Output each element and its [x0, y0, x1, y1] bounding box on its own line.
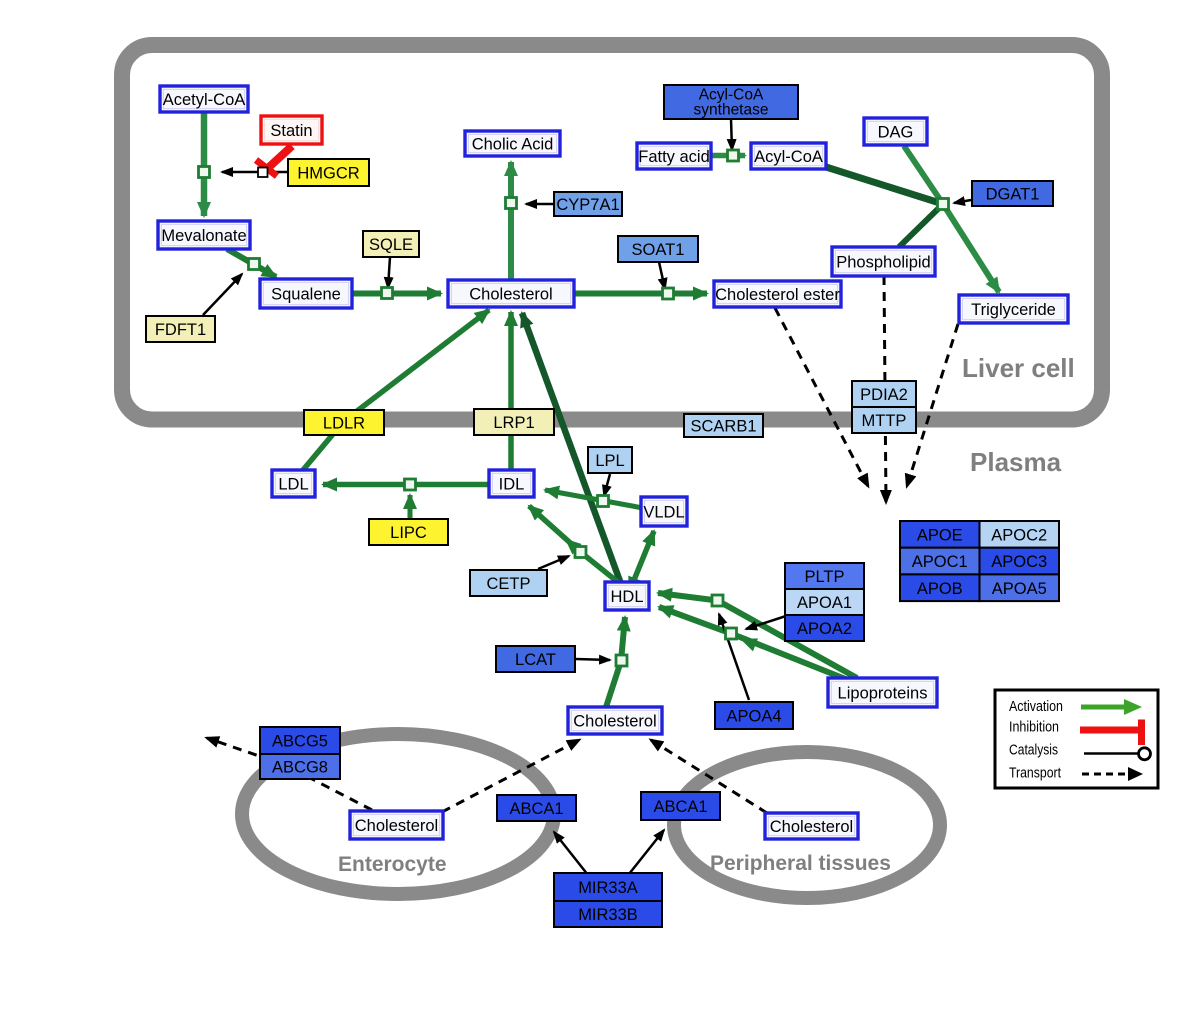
- svg-text:SQLE: SQLE: [369, 236, 413, 254]
- svg-text:HDL: HDL: [610, 588, 643, 606]
- svg-text:Inhibition: Inhibition: [1009, 719, 1059, 736]
- svg-text:Plasma: Plasma: [970, 447, 1062, 477]
- svg-text:APOA2: APOA2: [797, 620, 852, 638]
- svg-text:Cholic Acid: Cholic Acid: [472, 136, 554, 154]
- svg-text:Acyl-CoA: Acyl-CoA: [699, 87, 764, 104]
- svg-text:Peripheral tissues: Peripheral tissues: [710, 852, 891, 875]
- svg-text:HMGCR: HMGCR: [297, 165, 359, 183]
- svg-text:Cholesterol: Cholesterol: [573, 713, 656, 731]
- svg-text:CYP7A1: CYP7A1: [556, 196, 619, 214]
- svg-text:LPL: LPL: [595, 452, 624, 470]
- svg-text:Cholesterol: Cholesterol: [355, 817, 438, 835]
- svg-text:VLDL: VLDL: [643, 504, 684, 522]
- svg-text:Lipoproteins: Lipoproteins: [838, 685, 928, 703]
- svg-text:LRP1: LRP1: [493, 414, 534, 432]
- svg-text:Activation: Activation: [1009, 698, 1063, 715]
- svg-text:MIR33A: MIR33A: [578, 879, 638, 897]
- svg-text:ABCG8: ABCG8: [272, 759, 328, 777]
- svg-text:LCAT: LCAT: [515, 651, 556, 669]
- svg-text:APOA4: APOA4: [726, 708, 781, 726]
- svg-text:DGAT1: DGAT1: [986, 186, 1040, 204]
- svg-text:Enterocyte: Enterocyte: [338, 853, 447, 876]
- svg-text:LDLR: LDLR: [323, 415, 365, 433]
- svg-text:APOB: APOB: [917, 580, 963, 598]
- svg-text:APOC3: APOC3: [991, 553, 1047, 571]
- svg-text:ABCA1: ABCA1: [653, 798, 707, 816]
- svg-text:FDFT1: FDFT1: [155, 321, 206, 339]
- svg-text:Cholesterol: Cholesterol: [770, 818, 853, 836]
- svg-text:Squalene: Squalene: [271, 286, 341, 304]
- svg-text:SCARB1: SCARB1: [690, 418, 756, 436]
- svg-text:IDL: IDL: [499, 476, 525, 494]
- svg-text:Triglyceride: Triglyceride: [971, 301, 1056, 319]
- svg-text:Statin: Statin: [270, 122, 312, 140]
- svg-text:PLTP: PLTP: [804, 568, 844, 586]
- svg-text:ABCA1: ABCA1: [509, 800, 563, 818]
- svg-text:APOE: APOE: [917, 526, 963, 544]
- svg-text:Catalysis: Catalysis: [1009, 742, 1058, 759]
- svg-text:Acyl-CoA: Acyl-CoA: [754, 148, 823, 166]
- svg-text:synthetase: synthetase: [694, 102, 769, 119]
- svg-text:Cholesterol: Cholesterol: [469, 286, 552, 304]
- svg-text:Acetyl-CoA: Acetyl-CoA: [163, 91, 246, 109]
- svg-text:LDL: LDL: [278, 476, 308, 494]
- svg-text:MIR33B: MIR33B: [578, 906, 638, 924]
- svg-text:Cholesterol ester: Cholesterol ester: [715, 286, 840, 304]
- svg-text:LIPC: LIPC: [390, 524, 427, 542]
- svg-text:Fatty acid: Fatty acid: [638, 148, 710, 166]
- svg-text:Phospholipid: Phospholipid: [836, 254, 931, 272]
- svg-text:APOC2: APOC2: [991, 526, 1047, 544]
- svg-text:Mevalonate: Mevalonate: [161, 227, 246, 245]
- svg-text:MTTP: MTTP: [862, 412, 907, 430]
- svg-text:PDIA2: PDIA2: [860, 386, 908, 404]
- svg-text:Transport: Transport: [1009, 765, 1062, 782]
- svg-text:APOC1: APOC1: [912, 553, 968, 571]
- svg-text:APOA5: APOA5: [992, 580, 1047, 598]
- svg-text:Liver cell: Liver cell: [962, 353, 1075, 383]
- svg-text:CETP: CETP: [486, 575, 530, 593]
- svg-text:SOAT1: SOAT1: [632, 241, 685, 259]
- svg-text:APOA1: APOA1: [797, 594, 852, 612]
- svg-text:ABCG5: ABCG5: [272, 733, 328, 751]
- svg-text:DAG: DAG: [878, 124, 914, 142]
